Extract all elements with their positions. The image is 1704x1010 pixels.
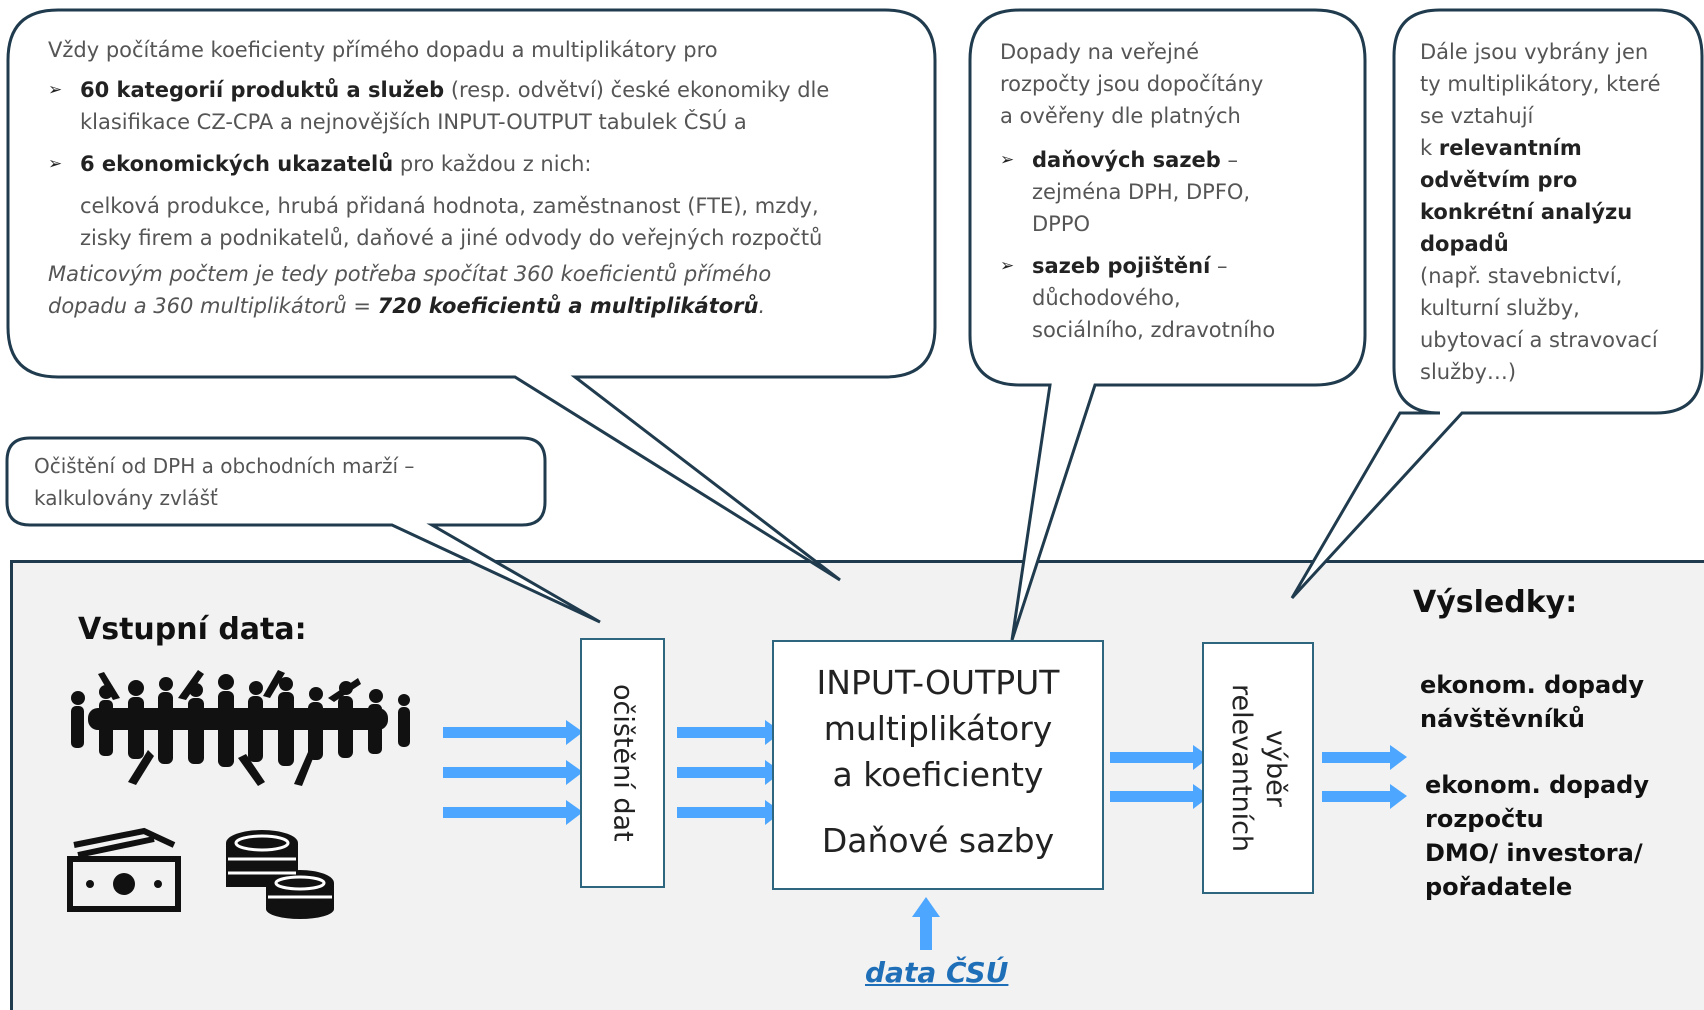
bullet-insurance-line2: důchodového,: [1032, 286, 1181, 310]
result-visitors: ekonom. dopady návštěvníků: [1420, 668, 1680, 736]
result-budget-line-3: DMO/ investora/: [1425, 839, 1643, 867]
bullet-insurance-bold: sazeb pojištění: [1032, 254, 1211, 278]
banknote-icon: [67, 827, 181, 912]
callout-small-outline: [5, 436, 601, 624]
dash: –: [1220, 148, 1239, 172]
bullet-insurance: ➢ sazeb pojištění – důchodového, sociálníh…: [1000, 250, 1340, 346]
callout-right-line-8: (např. stavebnictví,: [1420, 264, 1623, 288]
bullet-categories: ➢ 60 kategorií produktů a služeb (resp. …: [48, 74, 918, 138]
io-line-3: a koeficienty: [832, 755, 1044, 794]
callout-right-bold-3: konkrétní analýzu: [1420, 200, 1633, 224]
selection-box: výběr relevantních: [1202, 642, 1314, 894]
callout-right-line-3: se vztahují: [1420, 104, 1534, 128]
indicators-line-2: zisky firem a podnikatelů, daňové a jiné…: [80, 226, 823, 250]
tax-rates-line: Daňové sazby: [821, 821, 1055, 860]
bullet-arrow-icon: ➢: [48, 154, 63, 174]
io-line-1: INPUT-OUTPUT: [816, 663, 1060, 702]
bullet-indicators-bold: 6 ekonomických ukazatelů: [80, 152, 394, 176]
result-budget: ekonom. dopady rozpočtu DMO/ investora/ …: [1425, 768, 1685, 904]
bullet-categories-bold: 60 kategorií produktů a služeb: [80, 78, 445, 102]
matrix-note-end: .: [758, 294, 766, 318]
callout-small-line-1: Očištění od DPH a obchodních marží –: [34, 454, 415, 478]
result-visitors-line-2: návštěvníků: [1420, 705, 1585, 733]
callout-right-line-2: ty multiplikátory, které: [1420, 72, 1661, 96]
bullet-arrow-icon: ➢: [1000, 256, 1015, 276]
callout-middle-outline: [968, 8, 1367, 641]
selection-label-line-1: výběr: [1260, 729, 1291, 807]
result-budget-line-1: ekonom. dopady: [1425, 771, 1650, 799]
callout-middle-line-2: rozpočty jsou dopočítány: [1000, 72, 1264, 96]
callout-right-line-11: služby…): [1420, 360, 1517, 384]
data-cleaning-box: očištění dat: [580, 638, 665, 888]
result-visitors-line-1: ekonom. dopady: [1420, 671, 1645, 699]
selection-label: výběr relevantních: [1224, 684, 1292, 852]
callout-right-outline: [1290, 8, 1704, 600]
matrix-note-line-2: dopadu a 360 multiplikátorů =: [48, 294, 378, 318]
callout-right-bold-2: odvětvím pro: [1420, 168, 1578, 192]
callout-right-line-10: ubytovací a stravovací: [1420, 328, 1658, 352]
bullet-tax-rates-line2: zejména DPH, DPFO,: [1032, 180, 1251, 204]
matrix-note-line-1: Maticovým počtem je tedy potřeba spočíta…: [48, 262, 772, 286]
arrow-data-to-io: [912, 897, 940, 950]
arrows-selection-to-results: [1322, 745, 1407, 809]
arrows-input-to-cleaning: [443, 720, 583, 825]
callout-small: Očištění od DPH a obchodních marží – kal…: [34, 450, 534, 514]
bullet-categories-text: (resp. odvětví) české ekonomiky dle: [444, 78, 830, 102]
input-output-box: INPUT-OUTPUT multiplikátory a koeficient…: [772, 640, 1104, 890]
callout-top-left: Vždy počítáme koeficienty přímého dopadu…: [48, 34, 918, 322]
coins-icon: [226, 830, 334, 919]
callout-right-bold-4: dopadů: [1420, 232, 1509, 256]
bullet-arrow-icon: ➢: [48, 80, 63, 100]
callout-middle-line-3: a ověřeny dle platných: [1000, 104, 1241, 128]
callout-right-line-1: Dále jsou vybrány jen: [1420, 40, 1649, 64]
bullet-tax-rates: ➢ daňových sazeb – zejména DPH, DPFO, DPPO: [1000, 144, 1340, 240]
result-budget-line-2: rozpočtu: [1425, 805, 1544, 833]
callout-right-bold-1: relevantním: [1438, 136, 1582, 160]
input-data-title: Vstupní data:: [78, 612, 307, 647]
callout-intro: Vždy počítáme koeficienty přímého dopadu…: [48, 38, 718, 62]
arrows-cleaning-to-io: [677, 720, 782, 825]
bullet-tax-rates-line3: DPPO: [1032, 212, 1091, 236]
bullet-tax-rates-bold: daňových sazeb: [1032, 148, 1221, 172]
results-title: Výsledky:: [1413, 585, 1578, 620]
callout-middle: Dopady na veřejné rozpočty jsou dopočítá…: [1000, 36, 1340, 346]
indicators-line-1: celková produkce, hrubá přidaná hodnota,…: [80, 194, 819, 218]
result-budget-line-4: pořadatele: [1425, 873, 1573, 901]
selection-label-line-2: relevantních: [1226, 683, 1257, 853]
bullet-indicators-text: pro každou z nich:: [393, 152, 592, 176]
data-source-link[interactable]: data ČSÚ: [865, 956, 1009, 989]
indicators-list: celková produkce, hrubá přidaná hodnota,…: [80, 190, 918, 254]
callout-right: Dále jsou vybrány jen ty multiplikátory,…: [1420, 36, 1690, 388]
dash: –: [1210, 254, 1228, 278]
bullet-categories-line2: klasifikace CZ-CPA a nejnovějších INPUT-…: [80, 110, 747, 134]
callout-small-line-2: kalkulovány zvlášť: [34, 486, 218, 510]
crowd-icon: [71, 670, 410, 786]
arrows-io-to-selection: [1110, 745, 1210, 809]
callout-right-line-4: k: [1420, 136, 1439, 160]
data-cleaning-label: očištění dat: [607, 684, 639, 842]
callout-right-line-9: kulturní služby,: [1420, 296, 1580, 320]
bullet-insurance-line3: sociálního, zdravotního: [1032, 318, 1276, 342]
io-line-2: multiplikátory: [823, 709, 1053, 748]
matrix-note-bold: 720 koeficientů a multiplikátorů: [377, 294, 759, 318]
callout-middle-line-1: Dopady na veřejné: [1000, 40, 1200, 64]
callout-top-left-outline: [6, 8, 937, 582]
bullet-arrow-icon: ➢: [1000, 150, 1015, 170]
bullet-indicators: ➢ 6 ekonomických ukazatelů pro každou z …: [48, 148, 918, 180]
matrix-note: Maticovým počtem je tedy potřeba spočíta…: [48, 258, 918, 322]
